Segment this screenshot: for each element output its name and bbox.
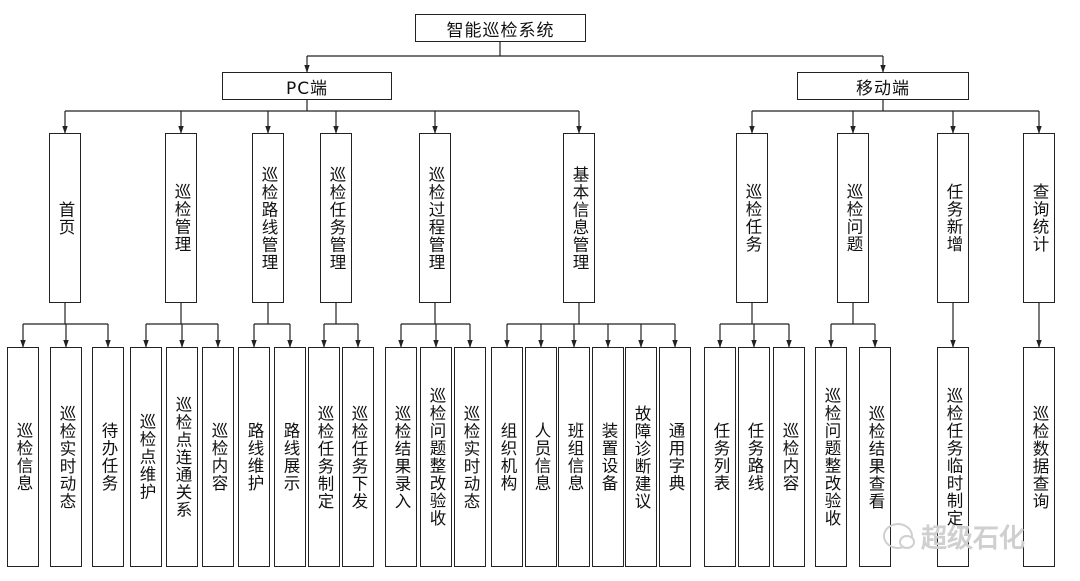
watermark: 超级石化 <box>883 516 1053 556</box>
leaf-fault-diagnosis: 故障诊断建议 <box>625 347 657 567</box>
leaf-result-entry: 巡检结果录入 <box>385 347 417 567</box>
leaf-team-info: 班组信息 <box>558 347 590 567</box>
mobile-module-task-add: 任务新增 <box>937 133 969 303</box>
leaf-task-dispatch: 巡检任务下发 <box>342 347 374 567</box>
leaf-problem-rectification: 巡检问题整改验收 <box>420 347 452 567</box>
leaf-inspection-info: 巡检信息 <box>7 347 39 567</box>
leaf-organization: 组织机构 <box>491 347 523 567</box>
pc-module-process-management: 巡检过程管理 <box>419 133 451 303</box>
mobile-node: 移动端 <box>797 72 969 100</box>
leaf-point-maintenance: 巡检点维护 <box>130 347 162 567</box>
wechat-icon <box>883 523 915 549</box>
pc-module-home: 首页 <box>49 133 81 303</box>
leaf-data-query: 巡检数据查询 <box>1023 347 1055 567</box>
leaf-task-formulation: 巡检任务制定 <box>308 347 340 567</box>
leaf-inspection-content: 巡检内容 <box>202 347 234 567</box>
leaf-point-connectivity: 巡检点连通关系 <box>166 347 198 567</box>
leaf-mobile-inspection-content: 巡检内容 <box>773 347 805 567</box>
leaf-route-maintenance: 路线维护 <box>238 347 270 567</box>
root-node: 智能巡检系统 <box>415 14 586 42</box>
leaf-mobile-problem-rectification: 巡检问题整改验收 <box>815 347 847 567</box>
mobile-module-query-statistics: 查询统计 <box>1023 133 1055 303</box>
leaf-task-list: 任务列表 <box>704 347 736 567</box>
pc-module-route-management: 巡检路线管理 <box>252 133 284 303</box>
watermark-text: 超级石化 <box>921 523 1026 554</box>
leaf-temp-task: 巡检任务临时制定 <box>937 347 969 567</box>
pc-module-task-management: 巡检任务管理 <box>320 133 352 303</box>
leaf-process-realtime: 巡检实时动态 <box>454 347 486 567</box>
leaf-route-display: 路线展示 <box>274 347 306 567</box>
leaf-pending-tasks: 待办任务 <box>92 347 124 567</box>
pc-module-basic-info-management: 基本信息管理 <box>563 133 595 303</box>
leaf-device-equipment: 装置设备 <box>592 347 624 567</box>
leaf-task-route: 任务路线 <box>738 347 770 567</box>
mobile-module-inspection-problem: 巡检问题 <box>837 133 869 303</box>
pc-node: PC端 <box>222 72 392 100</box>
mobile-module-inspection-task: 巡检任务 <box>736 133 768 303</box>
leaf-personnel-info: 人员信息 <box>525 347 557 567</box>
pc-module-inspection-management: 巡检管理 <box>165 133 197 303</box>
leaf-general-dictionary: 通用字典 <box>659 347 691 567</box>
leaf-inspection-realtime: 巡检实时动态 <box>50 347 82 567</box>
